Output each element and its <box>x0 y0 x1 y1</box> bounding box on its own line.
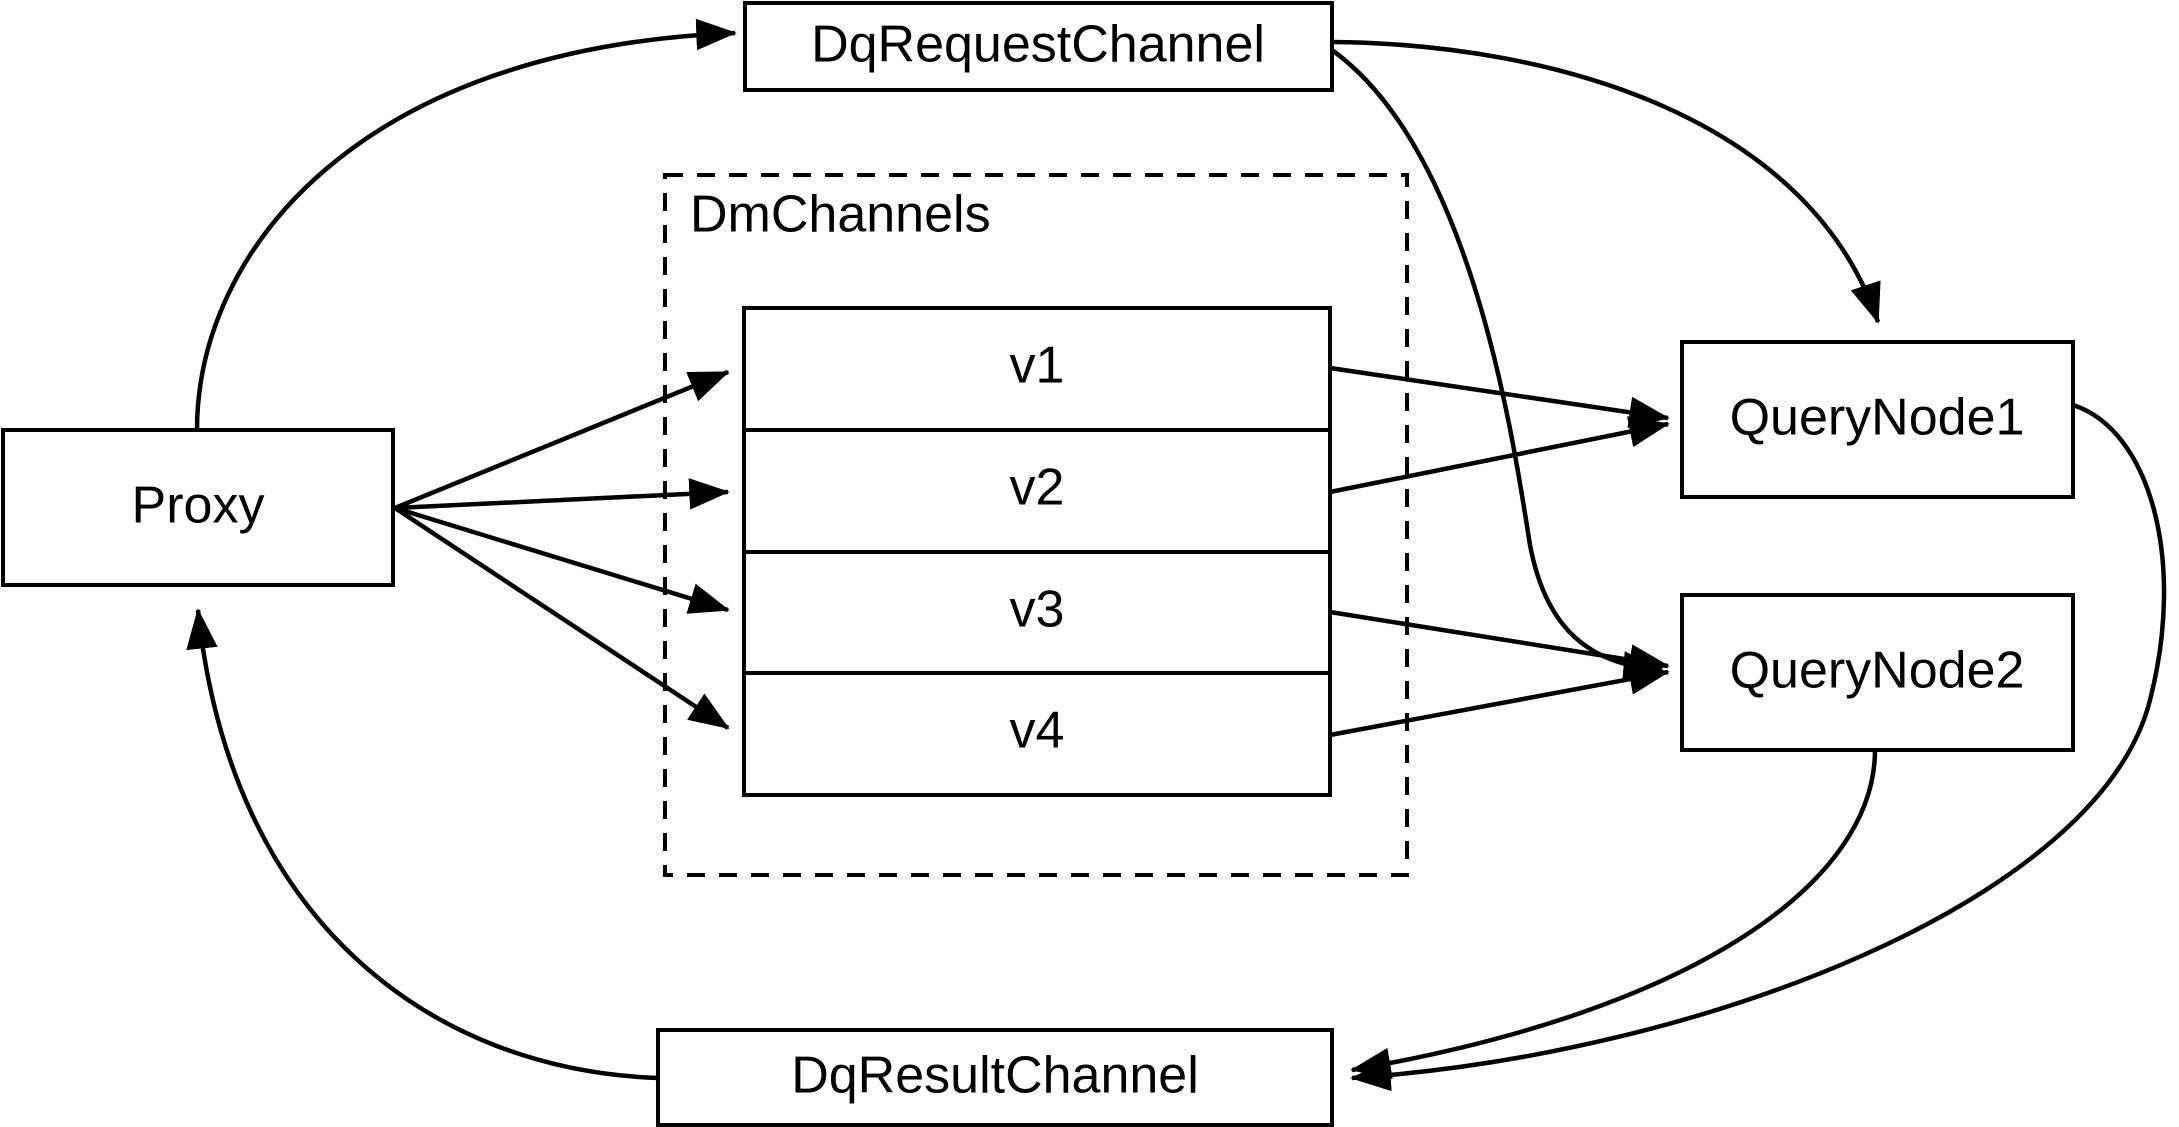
node-dq-request-channel[interactable]: DqRequestChannel <box>743 1 1334 92</box>
proxy-label: Proxy <box>132 477 265 535</box>
dq-result-channel-box[interactable] <box>656 1028 1334 1127</box>
channel-row-v3[interactable]: v3 <box>1010 581 1065 639</box>
query-node-1-label: QueryNode1 <box>1730 389 2025 447</box>
channel-row-v2[interactable]: v2 <box>1010 459 1065 517</box>
node-dq-result-channel[interactable]: DqResultChannel <box>656 1028 1334 1127</box>
edge-dq-result-channel-to-proxy <box>186 608 659 1081</box>
channel-row-v1[interactable]: v1 <box>1010 337 1065 395</box>
dq-request-channel-box[interactable] <box>743 1 1334 92</box>
query-node-1-box[interactable] <box>1680 340 2075 499</box>
dq-request-channel-label: DqRequestChannel <box>811 16 1265 74</box>
edge-v2-to-query-node-1 <box>1329 416 1670 495</box>
edge-v4-to-query-node-2 <box>1329 663 1670 738</box>
edge-dq-request-channel-to-query-node-1 <box>1331 39 1881 324</box>
node-query-node-2[interactable]: QueryNode2 <box>1680 593 2075 752</box>
edge-proxy-to-v4 <box>393 506 730 730</box>
dm-channels-label: DmChannels <box>690 186 991 244</box>
edge-dq-request-channel-to-query-node-2 <box>1330 48 1664 683</box>
edge-proxy-to-v1 <box>394 369 730 511</box>
node-proxy[interactable]: Proxy <box>1 428 395 587</box>
edge-proxy-to-dq-request-channel <box>194 18 737 431</box>
dm-channels-group <box>663 173 1409 877</box>
channel-table: v1 v2 v3 v4 <box>742 306 1332 797</box>
edge-v1-to-query-node-1 <box>1329 365 1670 428</box>
edge-proxy-to-v2 <box>394 478 730 511</box>
proxy-box[interactable] <box>1 428 395 587</box>
query-node-2-label: QueryNode2 <box>1730 642 2025 700</box>
edge-v3-to-query-node-2 <box>1329 609 1670 676</box>
channel-row-v4[interactable]: v4 <box>1010 702 1065 760</box>
edge-query-node-2-to-dq-result-channel <box>1350 749 1878 1079</box>
node-query-node-1[interactable]: QueryNode1 <box>1680 340 2075 499</box>
query-node-2-box[interactable] <box>1680 593 2075 752</box>
edge-proxy-to-v3 <box>394 505 730 614</box>
dq-result-channel-label: DqResultChannel <box>791 1047 1199 1105</box>
edge-query-node-1-to-dq-result-channel <box>1350 402 2167 1092</box>
